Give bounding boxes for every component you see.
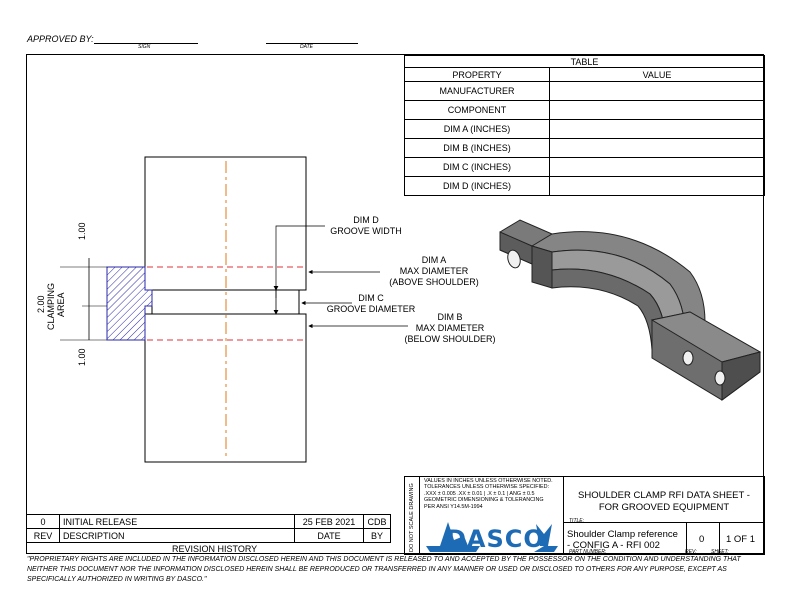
table-row: DIM A (INCHES) [404, 119, 765, 139]
clamping-area-hatch [106, 266, 153, 341]
by-cell: CDB [363, 514, 391, 529]
date-line [266, 43, 358, 44]
dim-upper-value: 1.00 [77, 222, 87, 240]
sheet-title: SHOULDER CLAMP RFI DATA SHEET -FOR GROOV… [578, 490, 750, 513]
clamping-label-2: AREA [56, 292, 66, 317]
logo-text: DASCO [446, 525, 545, 553]
proprietary-notice: "PROPRIETARY RIGHTS ARE INCLUDED IN THE … [27, 556, 741, 583]
part-number: Shoulder Clamp reference- CONFIG A - RFI… [567, 529, 678, 551]
approved-by-label: APPROVED BY: [27, 34, 94, 44]
table-row: DIM D (INCHES) [404, 176, 765, 196]
date-cell: 25 FEB 2021 [294, 514, 364, 529]
table-row: COMPONENT [404, 100, 765, 120]
property-cell: DIM D (INCHES) [404, 176, 550, 196]
date-label: DATE [300, 44, 313, 50]
revision-caption: REVISION HISTORY [172, 544, 258, 554]
properties-table: TABLE PROPERTY VALUE MANUFACTURER COMPON… [404, 55, 765, 196]
signature-line [94, 43, 198, 44]
sheet-label: SHEET: [711, 549, 729, 555]
clamp-3d-model [499, 219, 762, 401]
column-by: BY [363, 528, 391, 543]
column-date: DATE [294, 528, 364, 543]
sign-label: SIGN [138, 44, 151, 50]
value-cell[interactable] [549, 176, 765, 196]
column-description: DESCRIPTION [59, 528, 295, 543]
lower-body-outline [144, 313, 307, 463]
dim-total-value: 2.00 [36, 295, 46, 313]
rev-label: REV: [685, 549, 697, 555]
drawing-border [26, 54, 764, 554]
tolerance-notes: VALUES IN INCHES UNLESS OTHERWISE NOTED.… [424, 478, 553, 510]
column-rev: REV [26, 528, 60, 543]
table-row: 0 INITIAL RELEASE 25 FEB 2021 CDB [26, 514, 391, 529]
title-label: TITLE: [569, 518, 585, 524]
sheet-value: 1 OF 1 [726, 534, 756, 545]
do-not-scale-label: DO NOT SCALE DRAWING [409, 483, 415, 552]
table-row: DIM C (INCHES) [404, 157, 765, 177]
table-row: DIM B (INCHES) [404, 138, 765, 158]
do-not-scale-box [404, 476, 420, 555]
part-number-label: PART NUMBER: [569, 549, 607, 555]
dim-lower-value: 1.00 [77, 348, 87, 366]
revision-table: 0 INITIAL RELEASE 25 FEB 2021 CDB REV DE… [26, 514, 391, 543]
rev-value: 0 [699, 534, 705, 545]
clamping-label-1: CLAMPING [46, 282, 56, 330]
dasco-logo: DASCO [426, 522, 558, 553]
rev-cell: 0 [26, 514, 60, 529]
description-cell: INITIAL RELEASE [59, 514, 295, 529]
